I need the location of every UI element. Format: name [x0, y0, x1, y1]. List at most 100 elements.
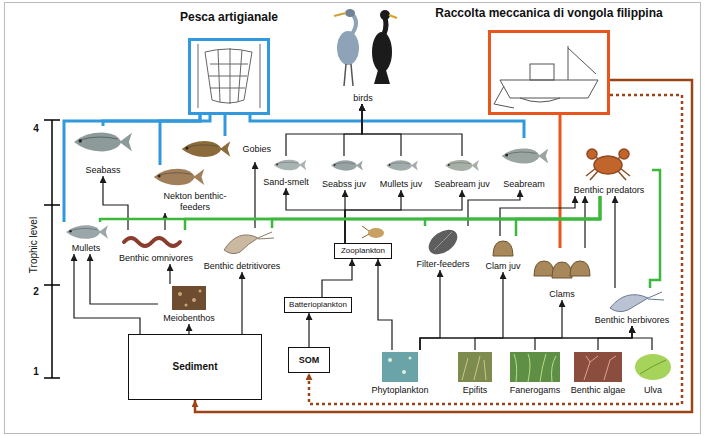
node-label: Phytoplankton — [370, 385, 429, 395]
node-label: Benthic herbivores — [594, 315, 671, 325]
resuspension-arrow — [309, 95, 682, 404]
fish-node: Mullets — [58, 222, 114, 254]
producer-pictures — [635, 354, 671, 380]
heron-figure — [334, 13, 346, 16]
feeding-arrow — [241, 272, 242, 334]
invertebrate-node: Benthic predators — [566, 146, 652, 196]
benthic-link — [185, 196, 600, 230]
trophic-axis — [44, 377, 60, 379]
dredge-boat-sketch — [520, 98, 560, 102]
crab-picture — [587, 149, 597, 159]
mussel-picture — [434, 232, 452, 250]
fishing-net-sketch — [198, 44, 199, 108]
producer-node: Benthic algae — [568, 350, 629, 396]
producer-pictures — [510, 352, 560, 382]
feeding-arrow — [345, 190, 462, 243]
trophic-level-number: 1 — [32, 366, 40, 378]
fish-pictures — [274, 160, 307, 171]
trophic-level-number: 2 — [32, 286, 40, 298]
producer-pictures — [514, 354, 556, 382]
fishing-net-sketch — [260, 44, 261, 108]
feeding-arrow — [584, 196, 585, 248]
invertebrate-node: Clam juv — [480, 236, 526, 272]
fish-pictures — [331, 160, 363, 170]
worm-picture — [124, 238, 180, 246]
cormorant-figure — [380, 10, 390, 20]
crab-picture — [619, 149, 629, 159]
node-label: Sand-smelt — [262, 177, 310, 187]
clam-pictures — [493, 241, 513, 256]
dredge-boat-sketch — [568, 46, 569, 80]
fish-pictures — [386, 160, 418, 170]
copepod-picture — [362, 226, 384, 238]
trophic-axis — [44, 204, 60, 206]
invertebrate-node: Benthic herbivores — [592, 288, 673, 326]
node-label: birds — [352, 93, 374, 103]
cormorant-figure — [372, 32, 392, 72]
heron-figure — [352, 14, 356, 34]
fishing-net-sketch — [205, 49, 252, 103]
producer-pictures — [402, 370, 406, 374]
feeding-arrow — [103, 176, 128, 230]
producer-node: Fanerogams — [504, 350, 566, 396]
meiobenthos-picture — [185, 304, 188, 307]
node-label: Benthic predators — [573, 185, 646, 195]
dredge-boat-sketch — [494, 86, 514, 108]
feeding-arrow — [164, 213, 165, 230]
producer-node: Ulva — [630, 350, 676, 396]
benthic-link — [425, 196, 600, 226]
cormorant-figure — [374, 70, 390, 84]
heron-figure — [345, 9, 355, 17]
fish-node: Nekton benthic-feeders — [148, 165, 242, 213]
node-label: Gobies — [241, 144, 272, 154]
invertebrate-node: Meiobenthos — [158, 284, 220, 324]
fish-node: Seabass — [66, 126, 140, 176]
clam-pictures — [534, 261, 554, 276]
fish-node: Seabream juv — [431, 156, 493, 190]
producer-node: Epifits — [450, 350, 500, 396]
shrimp-picture — [224, 235, 258, 254]
node-label: Meiobenthos — [162, 313, 216, 323]
node-label: Filter-feeders — [415, 259, 470, 269]
feeding-arrow — [378, 259, 392, 350]
node-label: Seabream juv — [433, 179, 491, 189]
fish-pictures — [445, 160, 479, 171]
meiobenthos-picture — [172, 286, 206, 310]
dredge-boat-sketch — [494, 46, 598, 108]
fish-pictures — [66, 225, 108, 239]
fishery-link — [224, 115, 227, 136]
meiobenthos-picture — [199, 290, 202, 293]
clam-pictures — [570, 261, 590, 276]
crab-picture — [586, 149, 630, 180]
feeding-arrow — [500, 196, 575, 236]
feeding-arrow — [344, 104, 362, 156]
node-label: Mullets juv — [379, 179, 424, 189]
herbivore-picture — [610, 295, 648, 312]
node-label: Benthic detritivores — [203, 261, 282, 271]
producer-pictures — [462, 356, 486, 380]
node-label: Epifits — [462, 385, 489, 395]
heron-figure — [344, 64, 346, 86]
meiobenthos-picture — [192, 298, 196, 302]
benthic-link — [516, 196, 600, 236]
node-label: Sediment — [171, 361, 218, 373]
sediment-box: Sediment — [128, 334, 262, 400]
node-label: Benthic algae — [570, 385, 627, 395]
heron-figure — [334, 9, 359, 86]
sediment-impact-arrow — [195, 80, 692, 412]
crab-picture — [594, 156, 622, 174]
node-label: Nekton benthic-feeders — [154, 191, 236, 212]
invertebrate-node: Benthic detritivores — [200, 228, 284, 272]
node-label: Zooplankton — [340, 246, 386, 255]
node-label: Seabss juv — [321, 179, 367, 189]
node-label: Seabream — [502, 179, 546, 189]
harvest-box: Raccolta meccanica di vongola filippina — [488, 30, 610, 115]
fish-pictures — [74, 133, 132, 152]
feeding-arrow — [362, 104, 401, 156]
node-label: Clam juv — [484, 261, 521, 271]
bird-group: birds — [326, 4, 400, 104]
producer-pictures — [409, 357, 412, 360]
fish-node: Gobies — [176, 136, 272, 162]
feeding-arrow — [535, 326, 632, 350]
